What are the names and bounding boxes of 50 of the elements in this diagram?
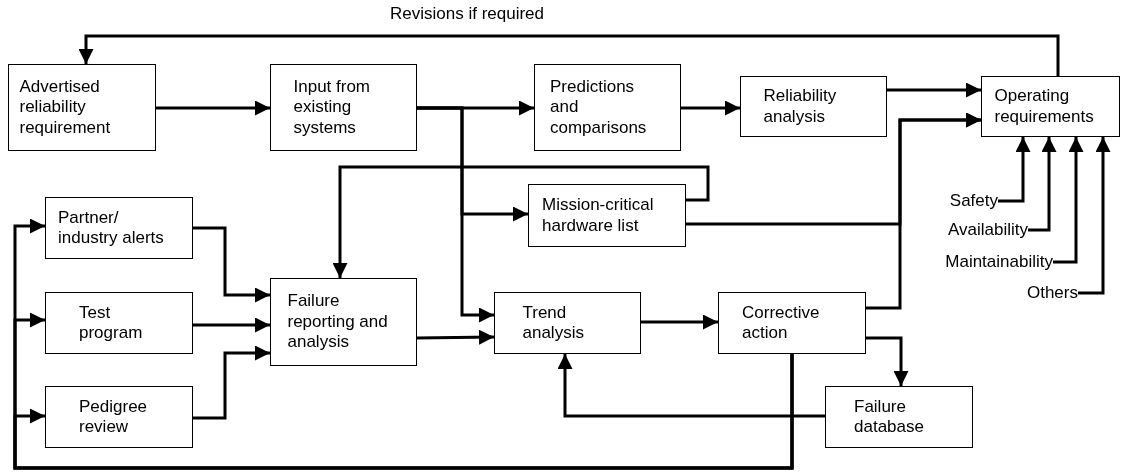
- box-text: Operating requirements: [994, 86, 1095, 127]
- arrow: [866, 336, 909, 386]
- arrow: [887, 82, 981, 98]
- process-box: [45, 292, 193, 354]
- process-box: [718, 292, 866, 354]
- arrow: [998, 137, 1031, 203]
- factor-label: Availability: [922, 219, 1028, 241]
- arrow: [416, 329, 495, 345]
- factor-label: Safety: [932, 190, 998, 212]
- process-box: [740, 76, 887, 137]
- arrow: [417, 106, 494, 323]
- factor-label: Others: [1008, 282, 1078, 304]
- box-text: Advertised reliability requirement: [19, 76, 112, 139]
- arrow: [332, 165, 710, 278]
- factor-label: Maintainability: [911, 251, 1053, 273]
- process-box: [534, 64, 681, 151]
- box-text: Failure database: [854, 396, 925, 438]
- process-box: [494, 292, 641, 354]
- box-text: Partner/ industry alerts: [58, 207, 165, 249]
- edge-label: Revisions if required: [390, 3, 544, 25]
- arrow: [193, 226, 270, 303]
- process-box: [981, 76, 1120, 137]
- process-box: [45, 197, 193, 259]
- arrow: [156, 100, 270, 116]
- box-text: Input from existing systems: [293, 76, 372, 139]
- arrow: [1053, 137, 1084, 264]
- process-box: [825, 386, 973, 448]
- box-text: Corrective action: [742, 302, 821, 344]
- process-box: [270, 278, 417, 366]
- process-box: [270, 64, 417, 151]
- box-text: Trend analysis: [522, 302, 585, 344]
- box-text: Reliability analysis: [763, 86, 838, 127]
- arrow: [13, 354, 794, 470]
- box-text: Mission-critical hardware list: [542, 195, 655, 236]
- arrow: [557, 354, 825, 418]
- process-box: [45, 386, 193, 448]
- arrow: [193, 345, 270, 420]
- arrow: [866, 112, 981, 310]
- box-text: Pedigree review: [79, 396, 149, 438]
- arrow: [1028, 137, 1057, 232]
- arrow: [641, 314, 718, 330]
- process-box: [8, 64, 156, 151]
- box-text: Predictions and comparisons: [550, 76, 648, 139]
- box-text: Failure reporting and analysis: [287, 291, 389, 353]
- arrow: [681, 100, 740, 116]
- box-text: Test program: [79, 302, 144, 344]
- arrow: [193, 317, 270, 333]
- process-box: [528, 184, 686, 247]
- arrow: [78, 34, 1060, 76]
- arrow: [1078, 137, 1111, 295]
